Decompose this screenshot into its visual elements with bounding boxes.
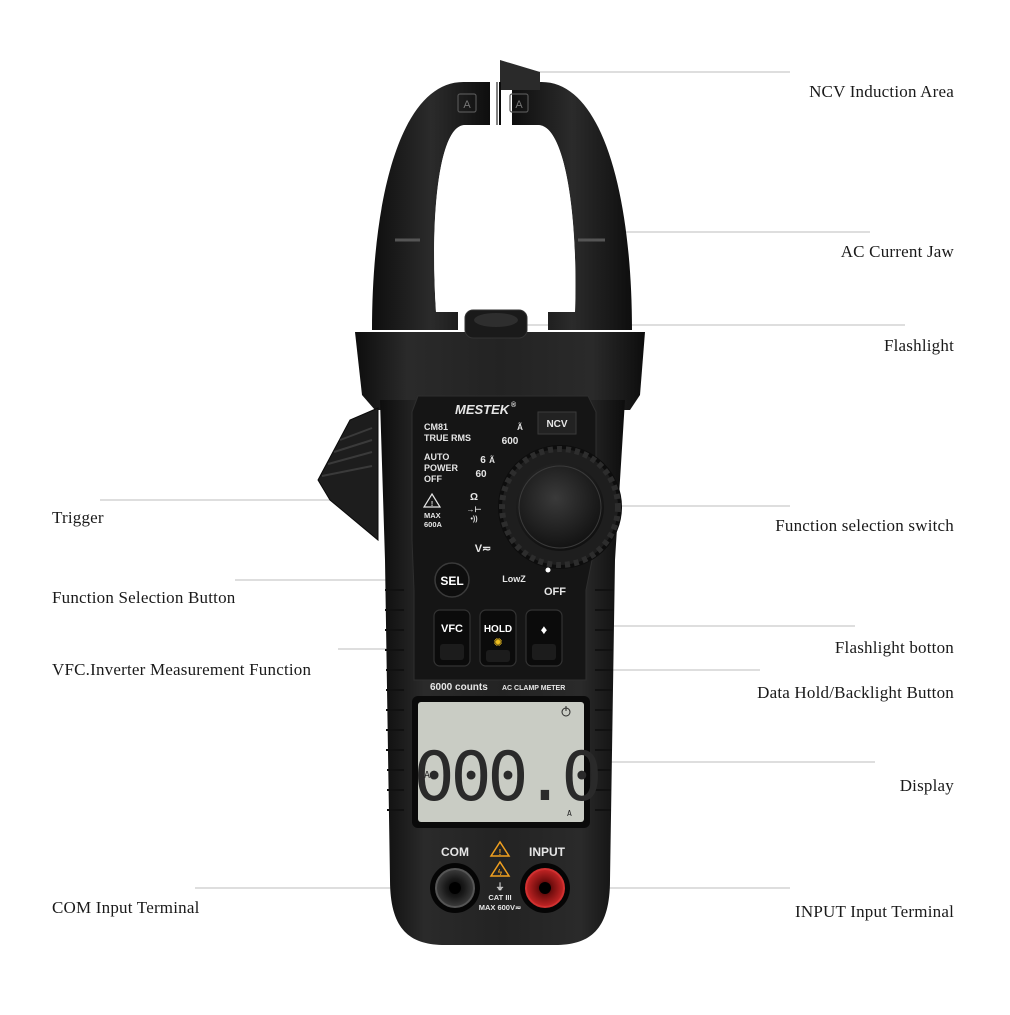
hold-button-label: HOLD	[484, 624, 512, 635]
com-label: COM	[441, 845, 469, 859]
com-terminal[interactable]	[430, 863, 480, 913]
dial-ohm-label: Ω	[470, 492, 478, 503]
meter-type-label: AC CLAMP METER	[502, 685, 565, 692]
svg-text:ϟ: ϟ	[498, 868, 503, 877]
warning-icon	[422, 492, 442, 508]
counts-label: 6000 counts	[430, 682, 488, 693]
brand-logo: MESTEK	[455, 402, 511, 417]
backlight-icon: ✺	[493, 637, 502, 649]
model-label: CM81	[424, 422, 448, 432]
jaw-mark-left: A	[463, 99, 471, 111]
callout-vfc-inverter-function: VFC.Inverter Measurement Function	[52, 660, 312, 679]
dial-lowz-label: LowZ	[502, 574, 526, 584]
callout-function-selection-switch: Function selection switch	[775, 516, 954, 535]
hold-backlight-button[interactable]: HOLD ✺	[479, 609, 517, 667]
meter-head	[355, 332, 645, 410]
callout-com-input-terminal: COM Input Terminal	[52, 898, 200, 917]
callout-ac-current-jaw: AC Current Jaw	[840, 242, 954, 261]
trigger[interactable]	[317, 407, 379, 542]
auto-power-off-line3: OFF	[424, 474, 442, 484]
diode-icon: →⊢	[467, 504, 482, 514]
callout-ncv-induction-area: NCV Induction Area	[809, 82, 954, 101]
vfc-button-label: VFC	[441, 623, 463, 635]
dial-ncv-label: NCV	[546, 419, 567, 430]
warning-triangle-icon	[489, 840, 511, 857]
dial-6a-label: 6	[480, 455, 486, 466]
callout-input-input-terminal: INPUT Input Terminal	[795, 902, 954, 921]
callout-trigger: Trigger	[52, 508, 104, 527]
sel-button[interactable]: SEL	[434, 562, 470, 598]
svg-text:Ã: Ã	[517, 423, 523, 432]
auto-power-off-line2: POWER	[424, 463, 459, 473]
max-current-label: 600A	[424, 520, 443, 529]
callout-data-hold-backlight: Data Hold/Backlight Button	[757, 683, 954, 702]
high-voltage-icon	[489, 860, 511, 877]
ground-icon: ⏚	[495, 882, 504, 892]
input-terminal[interactable]	[520, 863, 570, 913]
continuity-icon: •))	[470, 516, 477, 523]
display-unit: A	[567, 809, 572, 818]
callout-display: Display	[899, 776, 954, 795]
svg-text:Ã: Ã	[489, 456, 495, 465]
vfc-button[interactable]: VFC	[433, 609, 471, 667]
max-label: MAX	[424, 511, 441, 520]
dial-v-label: V≂	[475, 543, 492, 555]
cat-rating-label: CAT III	[488, 893, 511, 902]
function-selection-switch[interactable]	[498, 445, 622, 573]
flashlight-button[interactable]: ♦	[525, 609, 563, 667]
sel-button-label: SEL	[440, 574, 463, 588]
dial-60a-label: 60	[475, 469, 487, 480]
true-rms-label: TRUE RMS	[424, 433, 471, 443]
ac-current-jaw: A A	[372, 60, 632, 330]
grip-ribs	[385, 589, 614, 811]
max-voltage-label: MAX 600V≂	[479, 903, 522, 912]
callout-flashlight-button: Flashlight botton	[834, 638, 954, 657]
callout-flashlight: Flashlight	[883, 336, 954, 355]
display-mode: AC	[424, 770, 436, 781]
svg-text:!: !	[499, 848, 502, 857]
flashlight-icon: ♦	[541, 622, 548, 637]
auto-power-off-line1: AUTO	[424, 452, 449, 462]
brand-mark: ®	[511, 401, 517, 409]
display: 000.0 AC A	[412, 696, 602, 828]
svg-text:!: !	[431, 501, 433, 508]
input-label: INPUT	[529, 845, 566, 859]
dial-scale: NCV 600 Ã 6 Ã 60 Ω →⊢ •)) V≂ LowZ OFF	[467, 411, 577, 598]
dial-600a-label: 600	[502, 436, 519, 447]
dial-off-label: OFF	[544, 586, 566, 598]
display-reading: 000.0	[414, 738, 599, 817]
jaw-mark-right: A	[515, 99, 523, 111]
callout-function-selection-button: Function Selection Button	[52, 588, 236, 607]
